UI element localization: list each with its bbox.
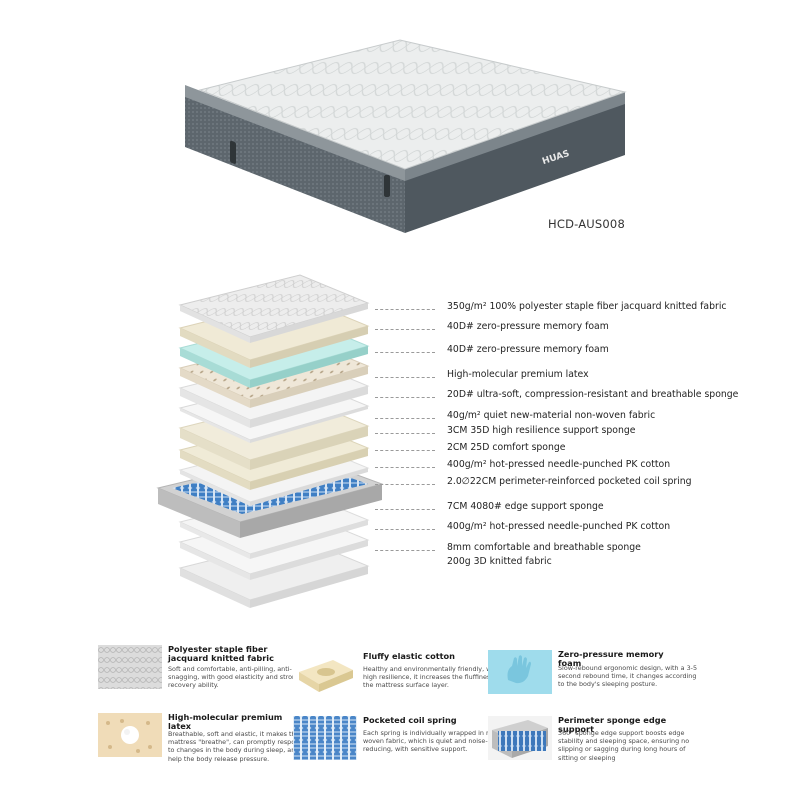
memory-foam-thumb-icon <box>488 650 552 694</box>
layer-label: 2.0∅22CM perimeter-reinforced pocketed c… <box>447 476 692 487</box>
model-code: HCD-AUS008 <box>548 217 625 231</box>
layer-label: 2CM 25D comfort sponge <box>447 442 566 453</box>
layer-row: 40D# zero-pressure memory foam <box>375 344 800 359</box>
layer-row: 2CM 25D comfort sponge <box>375 442 800 457</box>
layer-row: 3CM 35D high resilience support sponge <box>375 425 800 440</box>
mattress-illustration <box>185 39 627 233</box>
feature-card-memory-foam: Zero-pressure memory foam Slow-rebound e… <box>488 649 697 712</box>
pocketed-coil-thumb-icon <box>293 716 357 760</box>
layer-row: 20D# ultra-soft, compression-resistant a… <box>375 389 800 404</box>
feature-card-pocketed-coil: Pocketed coil spring Each spring is indi… <box>293 715 500 778</box>
layer-label: High-molecular premium latex <box>447 369 589 380</box>
layer-label: 8mm comfortable and breathable sponge <box>447 542 641 553</box>
feature-card-elastic-cotton: Fluffy elastic cotton Healthy and enviro… <box>293 651 502 714</box>
layer-row: 40D# zero-pressure memory foam <box>375 321 800 336</box>
feature-title: Pocketed coil spring <box>363 715 457 725</box>
feature-title: Fluffy elastic cotton <box>363 651 455 661</box>
layer-row: 2.0∅22CM perimeter-reinforced pocketed c… <box>375 476 800 491</box>
layer-label: 20D# ultra-soft, compression-resistant a… <box>447 389 739 400</box>
layer-row: 7CM 4080# edge support sponge <box>375 501 800 516</box>
layer-label: 40D# zero-pressure memory foam <box>447 344 609 355</box>
layer-label: 400g/m² hot-pressed needle-punched PK co… <box>447 521 671 532</box>
layer-label: 200g 3D knitted fabric <box>447 556 552 567</box>
layer-row: 40g/m² quiet new-material non-woven fabr… <box>375 410 800 425</box>
elastic-cotton-thumb-icon <box>293 652 357 696</box>
layer-label: 3CM 35D high resilience support sponge <box>447 425 636 436</box>
layer-label: 40D# zero-pressure memory foam <box>447 321 609 332</box>
layer-row: 350g/m² 100% polyester staple fiber jacq… <box>375 301 800 316</box>
layer-row: 400g/m² hot-pressed needle-punched PK co… <box>375 459 800 474</box>
feature-title: Perimeter sponge edge support <box>558 715 667 734</box>
layer-row: 200g 3D knitted fabric <box>375 556 800 571</box>
feature-description: Each spring is individually wrapped in n… <box>363 729 501 754</box>
feature-description: Slow-rebound ergonomic design, with a 3-… <box>558 664 698 689</box>
feature-title: Zero-pressure memory foam <box>558 649 664 668</box>
feature-description: 360° sponge edge support boosts edge sta… <box>558 729 690 762</box>
feature-title: Polyester staple fiber jacquard knitted … <box>168 644 274 663</box>
feature-title: High-molecular premium latex <box>168 712 283 731</box>
feature-description: Healthy and environmentally friendly, wi… <box>363 665 502 690</box>
feature-description: Soft and comfortable, anti-pilling, anti… <box>168 665 301 690</box>
layer-label: 40g/m² quiet new-material non-woven fabr… <box>447 410 656 421</box>
layer-label: 7CM 4080# edge support sponge <box>447 501 604 512</box>
knitted-fabric-thumb-icon <box>98 645 162 689</box>
latex-thumb-icon <box>98 713 162 757</box>
feature-description: Breathable, soft and elastic, it makes t… <box>168 730 304 763</box>
layer-row: 8mm comfortable and breathable sponge <box>375 542 800 557</box>
layers-illustration <box>156 274 384 608</box>
layers-exploded-view <box>150 270 390 620</box>
edge-support-thumb-icon <box>488 716 552 760</box>
feature-card-latex: High-molecular premium latex Breathable,… <box>98 712 303 775</box>
mattress-hero-image: HUAS <box>180 35 630 240</box>
layer-label: 350g/m² 100% polyester staple fiber jacq… <box>447 301 727 312</box>
feature-card-edge-support: Perimeter sponge edge support 360° spong… <box>488 715 689 778</box>
layer-label: 400g/m² hot-pressed needle-punched PK co… <box>447 459 671 470</box>
feature-card-knitted-fabric: Polyester staple fiber jacquard knitted … <box>98 644 300 707</box>
layer-row: High-molecular premium latex <box>375 369 800 384</box>
layer-row: 400g/m² hot-pressed needle-punched PK co… <box>375 521 800 536</box>
